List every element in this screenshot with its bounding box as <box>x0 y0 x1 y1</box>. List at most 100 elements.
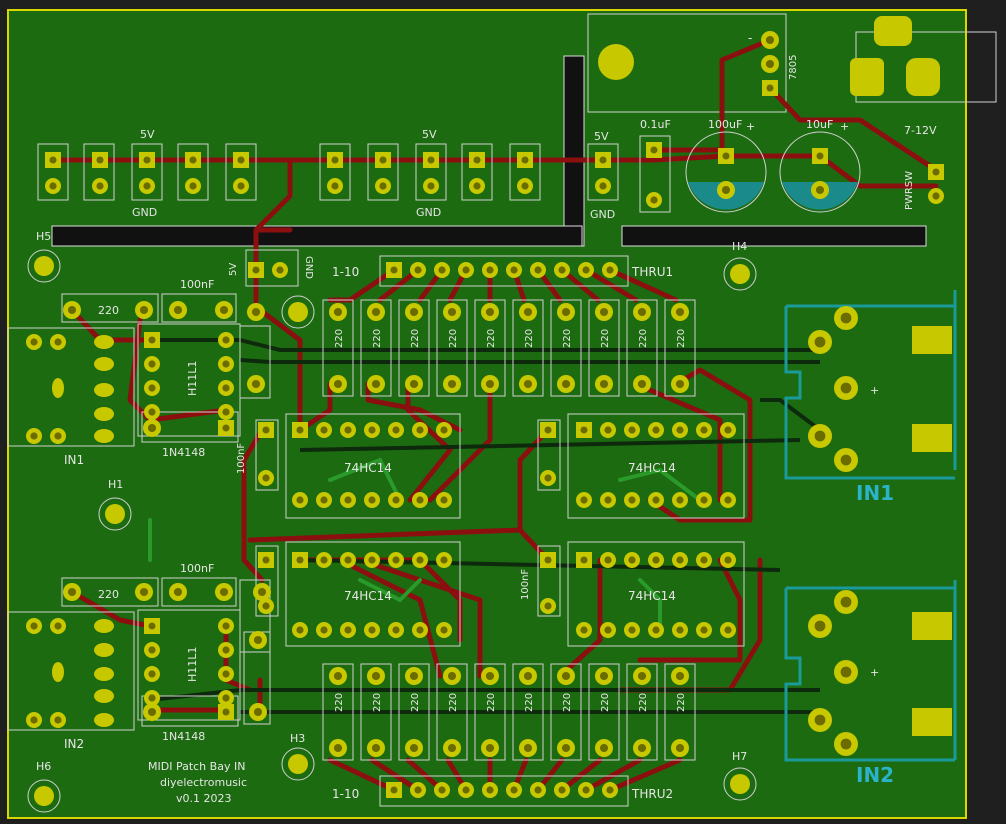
label-gnd-small: GND <box>303 256 314 279</box>
pad-drill <box>222 384 230 392</box>
label-cap-01: 0.1uF <box>640 118 671 131</box>
pad-drill <box>409 671 419 681</box>
label-in1-small: IN1 <box>64 453 84 467</box>
pad-drill <box>652 556 660 564</box>
resistor-outline <box>398 299 430 397</box>
pad-drill <box>262 426 270 434</box>
pad-drill <box>331 156 339 164</box>
pad-drill <box>510 266 518 274</box>
label-h1: H1 <box>108 478 123 491</box>
oval-pad <box>94 335 114 349</box>
pad-drill <box>561 743 571 753</box>
pad-drill <box>604 626 612 634</box>
pad-drill <box>262 474 270 482</box>
label-in2-big: IN2 <box>856 763 894 787</box>
label-h5: H5 <box>36 230 51 243</box>
pad-drill <box>814 714 826 726</box>
resistor-label: 220 <box>562 329 573 348</box>
pad-drill <box>189 182 197 190</box>
pad-drill <box>462 266 470 274</box>
pad-drill <box>544 426 552 434</box>
pad-drill <box>371 671 381 681</box>
label-plus: + <box>870 384 879 397</box>
pad-drill <box>700 626 708 634</box>
pad-drill <box>276 266 284 274</box>
pad-drill <box>438 266 446 274</box>
pad-drill <box>521 156 529 164</box>
pad-drill <box>427 156 435 164</box>
resistor-outline <box>436 299 468 397</box>
pad-drill <box>700 426 708 434</box>
resistor-outline <box>474 299 506 397</box>
board-title-line2: diyelectromusic <box>160 776 247 789</box>
pad-drill <box>440 496 448 504</box>
resistor-outline <box>664 663 696 761</box>
pad-drill <box>485 379 495 389</box>
pad-drill <box>253 707 263 717</box>
pad-drill <box>222 622 230 630</box>
label-reg: 7805 <box>788 55 799 80</box>
pad-drill <box>523 743 533 753</box>
pad-drill <box>416 496 424 504</box>
pad-drill <box>371 307 381 317</box>
pad-drill <box>544 556 552 564</box>
pad-drill <box>222 646 230 654</box>
label-header: 1-10 <box>332 265 359 279</box>
pad-drill <box>148 694 156 702</box>
green-traces <box>148 457 702 632</box>
resistor-label: 220 <box>524 329 535 348</box>
pad-drill <box>765 59 775 69</box>
resistor-label: 220 <box>600 693 611 712</box>
resistor-label: 220 <box>486 329 497 348</box>
resistor-labels: 2202202202202202202202202202202202202202… <box>334 329 687 712</box>
pad-drill <box>606 266 614 274</box>
label-100nf-vert: 100nF <box>236 443 247 474</box>
pad-drill <box>148 622 156 630</box>
label-opto: H11L1 <box>186 361 199 396</box>
pad-drill <box>840 382 852 394</box>
label-diode: 1N4148 <box>162 446 205 459</box>
label-h7: H7 <box>732 750 747 763</box>
pad-drill <box>485 307 495 317</box>
pad-drill <box>379 182 387 190</box>
pad-drill <box>237 156 245 164</box>
pad-drill <box>219 587 229 597</box>
oval-pad <box>94 383 114 397</box>
pad-drill <box>148 360 156 368</box>
resistor-label: 220 <box>410 693 421 712</box>
oval-pad <box>94 407 114 421</box>
pad-drill <box>320 426 328 434</box>
pad-drill <box>599 743 609 753</box>
pads <box>26 31 944 798</box>
resistor-outline <box>512 299 544 397</box>
resistor-outline <box>398 663 430 761</box>
pad-drill <box>724 556 732 564</box>
pad-drill <box>331 182 339 190</box>
pad-drill <box>49 156 57 164</box>
pad-drill <box>447 743 457 753</box>
label-plus: + <box>870 666 879 679</box>
pad-drill <box>320 626 328 634</box>
label-h6: H6 <box>36 760 51 773</box>
component-outlines <box>7 249 745 807</box>
pad-drill <box>534 786 542 794</box>
label-5v-small: 5V <box>228 263 239 276</box>
pad-drill <box>296 626 304 634</box>
label-r220: 220 <box>98 588 119 601</box>
pad-drill <box>840 454 852 466</box>
pad-drill <box>700 496 708 504</box>
pad-drill <box>814 620 826 632</box>
pad-drill <box>30 432 38 440</box>
pad-drill <box>30 338 38 346</box>
pad-drill <box>523 671 533 681</box>
pad-drill <box>599 182 607 190</box>
pad-drill <box>932 192 940 200</box>
pad-drill <box>333 307 343 317</box>
pad-drill <box>814 336 826 348</box>
pad-drill <box>344 556 352 564</box>
label-gnd: GND <box>132 206 157 219</box>
oval-pad <box>52 378 64 398</box>
pad-drill <box>676 556 684 564</box>
pad-drill <box>561 671 571 681</box>
label-100nf: 100nF <box>180 278 214 291</box>
